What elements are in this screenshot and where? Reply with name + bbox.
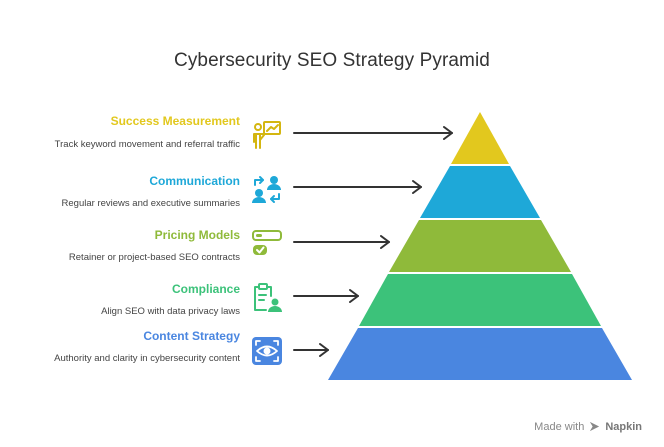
people-exchange-icon [252,176,281,203]
arrow-success-measurement [293,126,453,140]
arrow-content-strategy [293,343,329,357]
arrow-communication [293,180,422,194]
level-label-content-strategy: Content Strategy [143,329,240,343]
pyramid-tier-pricing-models [389,220,571,272]
level-label-communication: Communication [149,174,240,188]
made-with-text: Made with [534,420,585,433]
presentation-chart-icon [253,121,281,149]
level-label-pricing-models: Pricing Models [154,228,240,242]
pyramid-tier-communication [420,166,540,218]
pyramid-tier-compliance [359,274,601,326]
level-description-communication: Regular reviews and executive summaries [61,198,240,209]
clipboard-user-icon [254,283,282,312]
toggle-options-icon [252,230,282,255]
napkin-brand-text: Napkin [605,420,642,433]
arrow-compliance [293,289,359,303]
eye-focus-icon [252,337,282,365]
level-description-content-strategy: Authority and clarity in cybersecurity c… [54,353,240,364]
level-description-compliance: Align SEO with data privacy laws [101,306,240,317]
pyramid-tier-success-measurement [451,112,509,164]
pyramid-tier-content-strategy [328,328,632,380]
footer-credit: Made with Napkin [534,420,642,433]
level-label-success-measurement: Success Measurement [110,114,240,128]
level-label-compliance: Compliance [171,282,240,296]
arrow-pricing-models [293,235,390,249]
napkin-logo-icon [590,421,600,432]
diagram-title: Cybersecurity SEO Strategy Pyramid [174,50,490,71]
level-description-success-measurement: Track keyword movement and referral traf… [54,139,240,150]
level-description-pricing-models: Retainer or project-based SEO contracts [68,252,240,263]
